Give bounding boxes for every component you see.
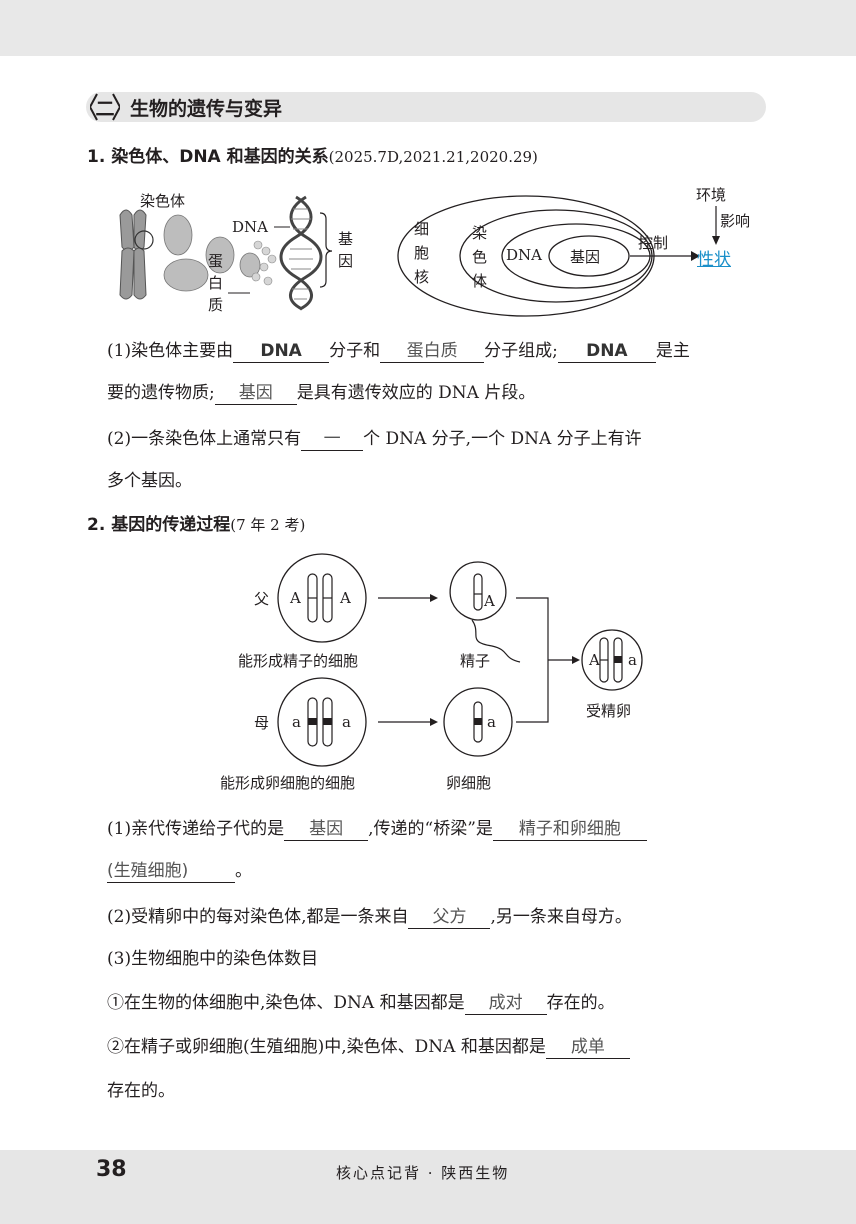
nest-gene: 基因	[570, 248, 601, 266]
nest-dna: DNA	[506, 246, 542, 264]
item2-q4: ①在生物的体细胞中,染色体、DNA 和基因都是成对存在的。	[107, 992, 615, 1015]
label-mother: 母	[254, 714, 270, 732]
answer-blank: DNA	[233, 340, 330, 363]
top-band	[0, 0, 856, 56]
nest-nucleus-2: 胞	[414, 244, 430, 262]
footer-title: 核心点记背 · 陕西生物	[336, 1164, 510, 1182]
label-protein-1: 蛋	[208, 252, 224, 270]
allele-mother-left: a	[292, 713, 301, 731]
allele-father-right: A	[340, 589, 351, 607]
item2-heading: 2. 基因的传递过程(7 年 2 考)	[87, 515, 306, 535]
answer-blank: 蛋白质	[380, 340, 485, 363]
label-zygote: 受精卵	[586, 702, 632, 720]
label-gene-2: 因	[338, 252, 354, 270]
label-environment: 环境	[696, 186, 727, 204]
label-sperm: 精子	[460, 652, 491, 670]
footer-band	[0, 1150, 856, 1224]
allele-mother-right: a	[342, 713, 351, 731]
nest-nucleus-1: 细	[414, 220, 430, 238]
item2-q1-line1: (1)亲代传递给子代的是基因,传递的“桥梁”是精子和卵细胞	[107, 814, 647, 841]
label-dna: DNA	[232, 218, 268, 236]
allele-sperm: A	[484, 592, 495, 610]
nested-relationship-diagram	[397, 195, 720, 317]
item2-q2: (2)受精卵中的每对染色体,都是一条来自父方,另一条来自母方。	[107, 906, 632, 929]
nest-chromosome-1: 染	[472, 224, 488, 242]
item1-q2-line2: 多个基因。	[107, 471, 192, 491]
label-influence: 影响	[720, 212, 751, 230]
allele-egg: a	[487, 713, 496, 731]
section-header-bar	[86, 92, 766, 122]
gene-transmission-diagram	[277, 553, 643, 767]
label-father: 父	[254, 590, 270, 608]
item1-q1-line2: 要的遗传物质;基因是具有遗传效应的 DNA 片段。	[107, 382, 536, 405]
item2-q3: (3)生物细胞中的染色体数目	[107, 949, 319, 969]
answer-blank: DNA	[557, 340, 656, 363]
section-title: 生物的遗传与变异	[130, 98, 283, 120]
answer-blank: 精子和卵细胞	[492, 818, 647, 841]
answer-blank: 成对	[464, 992, 547, 1015]
answer-blank: 成单	[545, 1036, 630, 1059]
item1-ref: (2025.7D,2021.21,2020.29)	[328, 148, 538, 166]
section-badge-icon	[90, 93, 120, 121]
section-number: 二	[95, 98, 115, 120]
item2-q5-line1: ②在精子或卵细胞(生殖细胞)中,染色体、DNA 和基因都是成单	[107, 1032, 630, 1059]
label-trait: 性状	[697, 250, 731, 270]
answer-blank: 基因	[214, 382, 297, 405]
label-mother-cell: 能形成卵细胞的细胞	[220, 774, 356, 792]
label-egg: 卵细胞	[446, 774, 492, 792]
allele-zygote-right: a	[628, 651, 637, 669]
answer-blank: (生殖细胞)	[107, 860, 235, 883]
label-gene-1: 基	[338, 230, 354, 248]
nest-chromosome-2: 色	[472, 248, 488, 266]
page-number: 38	[96, 1157, 127, 1182]
nest-chromosome-3: 体	[472, 272, 488, 290]
label-father-cell: 能形成精子的细胞	[238, 652, 359, 670]
allele-father-left: A	[290, 589, 301, 607]
chromosome-dna-illustration	[119, 195, 333, 311]
label-protein-2: 白	[208, 274, 224, 292]
answer-blank: 一	[301, 428, 364, 451]
item2-q1-line2: (生殖细胞)。	[107, 860, 252, 883]
item1-heading: 1. 染色体、DNA 和基因的关系(2025.7D,2021.21,2020.2…	[87, 147, 538, 167]
answer-blank: 父方	[408, 906, 491, 929]
item2-q5-line2: 存在的。	[107, 1081, 175, 1101]
nest-nucleus-3: 核	[414, 268, 430, 286]
allele-zygote-left: A	[589, 651, 600, 669]
label-control: 控制	[638, 234, 669, 252]
item1-q2-line1: (2)一条染色体上通常只有一个 DNA 分子,一个 DNA 分子上有许	[107, 428, 642, 451]
answer-blank: 基因	[284, 818, 369, 841]
item2-ref: (7 年 2 考)	[230, 516, 306, 534]
label-chromosome: 染色体	[140, 192, 186, 210]
label-protein-3: 质	[208, 296, 224, 314]
